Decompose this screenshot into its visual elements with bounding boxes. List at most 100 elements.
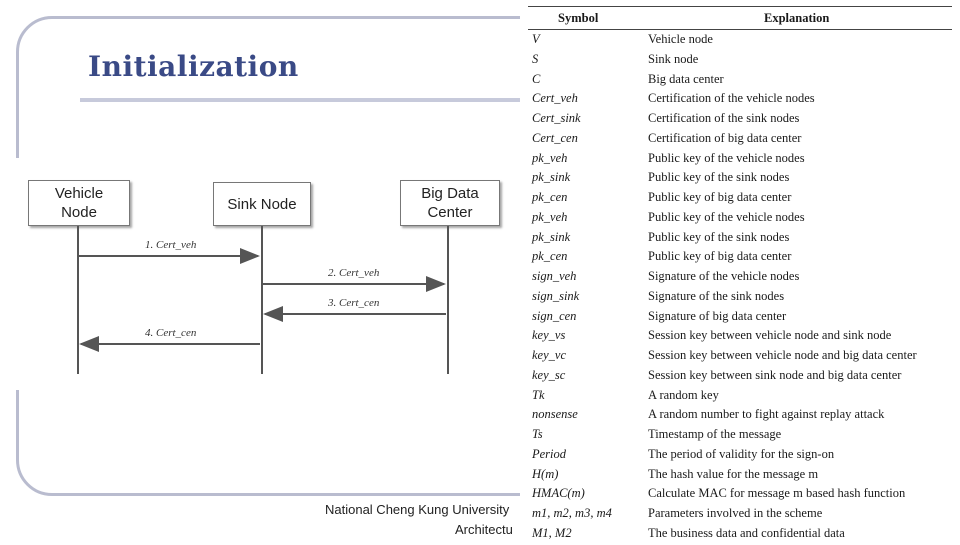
header-explanation: Explanation [764, 11, 830, 25]
table-row: M1, M2 The business data and confidential… [520, 526, 960, 545]
explanation-cell: The hash value for the message m [648, 466, 819, 481]
symbol-cell: sign_veh [532, 269, 577, 283]
table-row: C Big data center [520, 72, 960, 91]
table-row: key_sc Session key between sink node and … [520, 368, 960, 387]
node-sink-label: Sink Node [227, 195, 297, 213]
table-row: key_vs Session key between vehicle node a… [520, 328, 960, 347]
table-row: Cert_veh Certification of the vehicle nod… [520, 91, 960, 110]
symbol-cell: Cert_cen [532, 130, 578, 145]
symbol-cell: HMAC(m) [532, 486, 585, 501]
explanation-cell: A random number to fight against replay … [648, 407, 885, 422]
msg-label-4: 4. Cert_cen [145, 327, 197, 339]
footer: National Cheng Kung University Architect… [325, 500, 513, 540]
symbol-table-header: Symbol Explanation [528, 6, 952, 30]
title-underline [80, 98, 530, 102]
symbol-cell: sign_cen [532, 308, 577, 323]
node-vehicle-line2: Node [61, 204, 97, 221]
explanation-cell: Session key between vehicle node and big… [648, 348, 917, 362]
symbol-cell: nonsense [532, 407, 578, 422]
symbol-cell: pk_sink [532, 229, 571, 244]
slide-frame [16, 16, 576, 496]
table-row: Period The period of validity for the sig… [520, 447, 960, 466]
table-row: Cert_sink Certification of the sink nodes [520, 111, 960, 130]
lifeline-sink [261, 226, 263, 374]
explanation-cell: Certification of big data center [648, 130, 802, 145]
lifeline-center [447, 226, 449, 374]
msg-label-1: 1. Cert_veh [145, 239, 197, 251]
table-row: sign_veh Signature of the vehicle nodes [520, 269, 960, 288]
explanation-cell: Timestamp of the message [648, 427, 782, 441]
node-vehicle-line1: Vehicle [54, 185, 104, 202]
table-row: V Vehicle node [520, 32, 960, 51]
table-row: nonsense A random number to fight against… [520, 407, 960, 426]
table-row: sign_sink Signature of the sink nodes [520, 289, 960, 308]
explanation-cell: Public key of the sink nodes [648, 229, 790, 244]
table-row: key_vc Session key between vehicle node a… [520, 348, 960, 367]
symbol-cell: pk_cen [532, 249, 568, 264]
explanation-cell: Public key of big data center [648, 249, 792, 264]
node-center-line2: Center [427, 204, 473, 221]
symbol-cell: pk_veh [532, 209, 568, 224]
explanation-cell: Vehicle node [648, 32, 713, 46]
explanation-cell: Certification of the vehicle nodes [648, 91, 815, 106]
slide-title: Initialization [88, 50, 299, 83]
lifeline-vehicle [77, 226, 79, 374]
explanation-cell: Public key of the sink nodes [648, 170, 790, 185]
explanation-cell: Big data center [648, 71, 724, 86]
explanation-cell: A random key [648, 387, 719, 402]
explanation-cell: Session key between sink node and big da… [648, 367, 902, 382]
symbol-cell: pk_veh [532, 150, 568, 165]
symbol-cell: Ts [532, 427, 543, 441]
table-row: sign_cen Signature of big data center [520, 309, 960, 328]
explanation-cell: Signature of the vehicle nodes [648, 269, 800, 283]
symbol-cell: H(m) [532, 466, 559, 481]
table-row: Tk A random key [520, 388, 960, 407]
symbol-cell: pk_sink [532, 170, 571, 185]
symbol-cell: Period [532, 446, 567, 461]
frame-gap [8, 158, 24, 390]
explanation-cell: Signature of big data center [648, 308, 787, 323]
node-center-line1: Big Data [421, 185, 479, 202]
explanation-cell: Signature of the sink nodes [648, 288, 785, 303]
symbol-cell: m1, m2, m3, m4 [532, 506, 612, 520]
table-row: pk_cen Public key of big data center [520, 249, 960, 268]
symbol-cell: V [532, 32, 540, 46]
symbol-cell: key_vc [532, 348, 566, 362]
symbol-cell: C [532, 71, 541, 86]
symbol-cell: key_sc [532, 367, 566, 382]
explanation-cell: Parameters involved in the scheme [648, 506, 823, 520]
explanation-cell: The period of validity for the sign-on [648, 446, 835, 461]
symbol-cell: M1, M2 [532, 525, 572, 540]
explanation-cell: Calculate MAC for message m based hash f… [648, 486, 906, 501]
table-row: Cert_cen Certification of big data center [520, 131, 960, 150]
explanation-cell: Session key between vehicle node and sin… [648, 328, 892, 343]
node-sink: Sink Node [213, 182, 311, 226]
msg-label-2: 2. Cert_veh [328, 267, 380, 279]
explanation-cell: Sink node [648, 51, 699, 66]
symbol-cell: Cert_veh [532, 91, 578, 106]
explanation-cell: Public key of the vehicle nodes [648, 150, 805, 165]
table-row: pk_sink Public key of the sink nodes [520, 170, 960, 189]
explanation-cell: The business data and confidential data [648, 525, 845, 540]
table-row: HMAC(m) Calculate MAC for message m based… [520, 486, 960, 505]
table-row: H(m) The hash value for the message m [520, 467, 960, 486]
symbol-cell: Cert_sink [532, 111, 581, 125]
symbol-cell: sign_sink [532, 288, 580, 303]
table-row: Ts Timestamp of the message [520, 427, 960, 446]
symbol-cell: Tk [532, 387, 545, 402]
table-row: S Sink node [520, 52, 960, 71]
table-row: pk_sink Public key of the sink nodes [520, 230, 960, 249]
table-row: pk_veh Public key of the vehicle nodes [520, 210, 960, 229]
footer-line2: Architectu [455, 522, 513, 537]
explanation-cell: Public key of big data center [648, 190, 792, 204]
symbol-cell: key_vs [532, 328, 566, 343]
explanation-cell: Certification of the sink nodes [648, 111, 800, 125]
footer-line1: National Cheng Kung University [325, 502, 510, 517]
symbol-cell: S [532, 51, 539, 66]
explanation-cell: Public key of the vehicle nodes [648, 209, 805, 224]
header-symbol: Symbol [558, 11, 599, 25]
